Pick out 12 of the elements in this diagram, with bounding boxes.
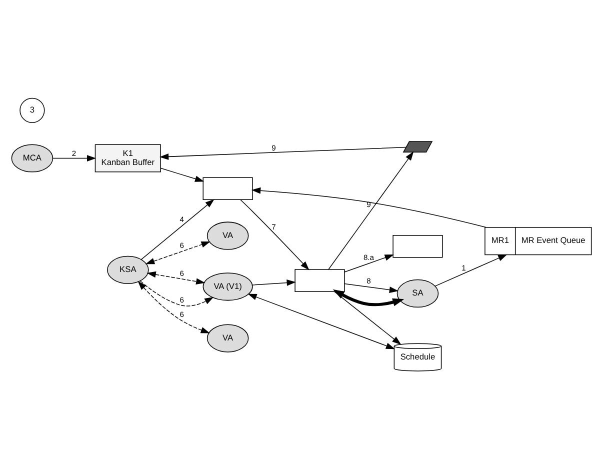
edge-label: 6 [180, 240, 184, 250]
label: 3 [30, 104, 35, 115]
edge-label: 7 [272, 222, 276, 232]
edge-label: 6 [180, 269, 184, 278]
edge-label: 1 [462, 264, 466, 273]
edge-label: 9 [272, 144, 276, 153]
edge-label: 6 [180, 310, 184, 320]
edge-label: 2 [72, 148, 76, 158]
edge-label: 4 [180, 215, 184, 224]
edge-label: 8 [366, 276, 371, 286]
edge-label: 6 [180, 296, 184, 305]
edge-label: 8.a [363, 253, 374, 262]
